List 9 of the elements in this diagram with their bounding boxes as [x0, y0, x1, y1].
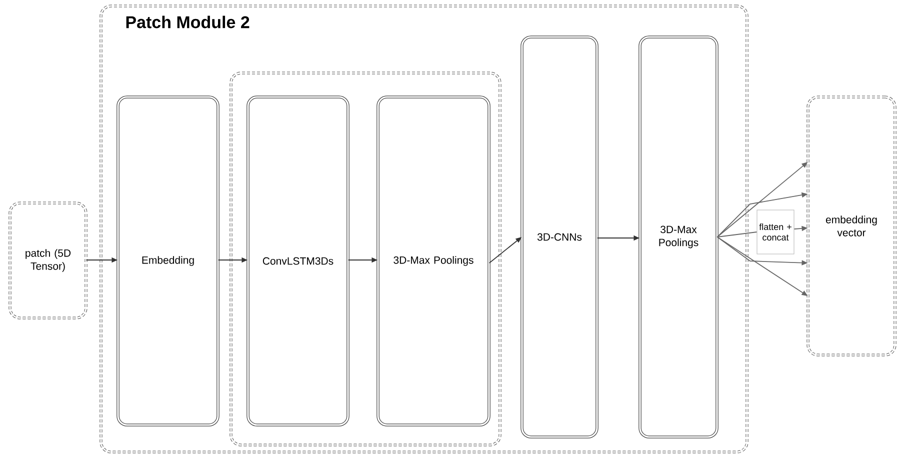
layer-box: Embedding: [116, 96, 220, 426]
layer-box: 3D-Max Poolings: [638, 36, 718, 438]
layer-box: 3D-Max Poolings: [376, 96, 490, 426]
dashed-group-box: [230, 72, 502, 446]
layer-box: 3D-CNNs: [520, 36, 598, 438]
text-box: flatten + concat: [756, 210, 794, 254]
layer-box: ConvLSTM3Ds: [246, 96, 350, 426]
dashed-group-box: patch (5D Tensor): [8, 202, 88, 320]
dashed-group-box: embedding vector: [806, 96, 896, 356]
